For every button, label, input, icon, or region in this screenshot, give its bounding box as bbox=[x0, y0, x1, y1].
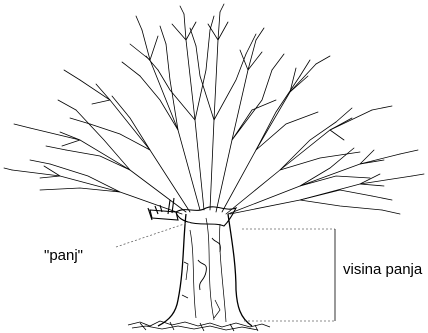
stump-label: "panj" bbox=[44, 248, 83, 263]
stump-height-label: visina panja bbox=[343, 262, 422, 277]
ground-scribble bbox=[128, 321, 270, 331]
stump-leader-line bbox=[116, 222, 190, 247]
pollard-head bbox=[148, 198, 236, 226]
branches bbox=[4, 4, 424, 214]
height-dimension bbox=[242, 229, 335, 321]
tree-trunk bbox=[158, 214, 252, 326]
